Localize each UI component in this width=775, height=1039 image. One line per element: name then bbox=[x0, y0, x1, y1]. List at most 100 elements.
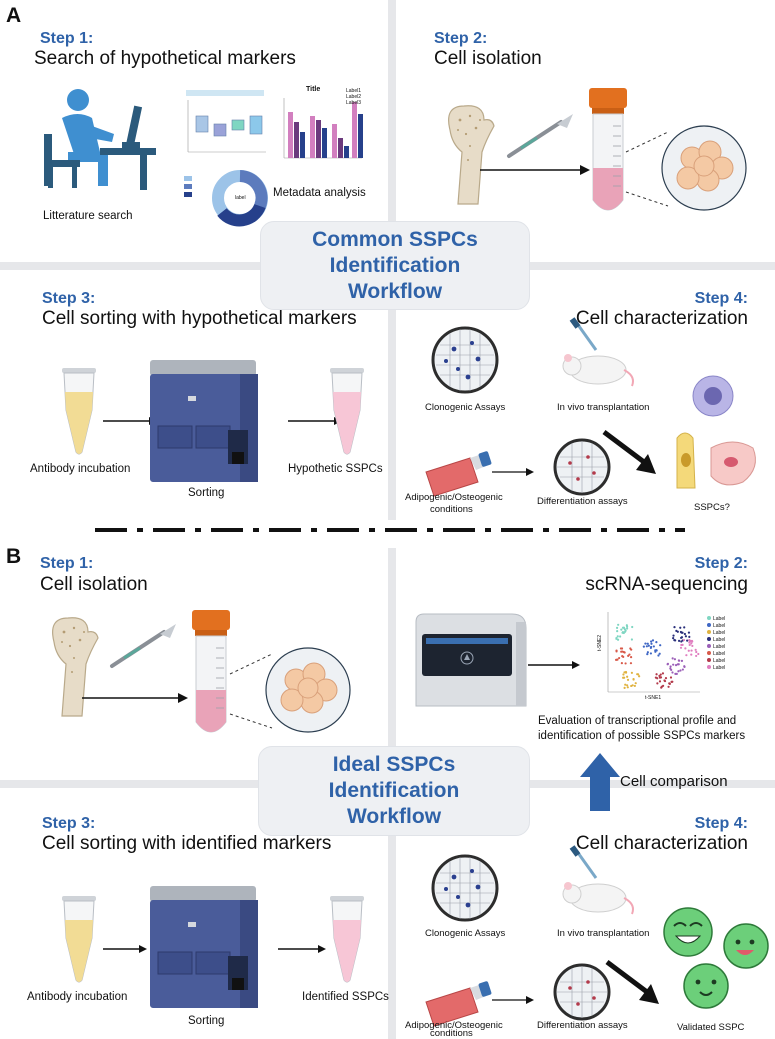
b-step2-label: Step 2: bbox=[694, 555, 748, 572]
a-step1-title: Search of hypothetical markers bbox=[34, 48, 296, 69]
tsne-point bbox=[646, 651, 649, 654]
tsne-point bbox=[654, 650, 657, 653]
tsne-point bbox=[661, 672, 665, 675]
b-bone-icon bbox=[52, 617, 99, 717]
a-caption-clonogenic: Clonogenic Assays bbox=[425, 402, 506, 413]
tsne-point bbox=[645, 645, 648, 648]
tsne-point bbox=[683, 626, 686, 629]
tsne-point bbox=[650, 640, 653, 643]
b-falcon-tube-icon bbox=[192, 610, 230, 733]
b-arrow-to-tsne bbox=[528, 661, 580, 669]
tsne-legend-item: Label bbox=[707, 651, 725, 658]
tsne-point bbox=[638, 675, 641, 678]
tsne-legend-item: Label bbox=[707, 630, 725, 637]
tsne-point bbox=[646, 642, 649, 645]
b-caption-result: Identified SSPCs bbox=[302, 991, 389, 1003]
tsne-point bbox=[661, 684, 665, 687]
b-center-title-1: Ideal SSPCs bbox=[332, 753, 456, 776]
tsne-legend-item: Label bbox=[707, 637, 725, 644]
tsne-point bbox=[664, 677, 668, 680]
tsne-point bbox=[626, 686, 629, 689]
tsne-point bbox=[624, 670, 628, 674]
b-arrow-to-result bbox=[278, 945, 326, 953]
tsne-legend-text: Label bbox=[713, 630, 726, 636]
tsne-point bbox=[688, 643, 691, 647]
tsne-point bbox=[688, 638, 691, 642]
tsne-point bbox=[616, 635, 619, 638]
b-cell-sorter-machine bbox=[150, 886, 258, 1008]
tsne-point bbox=[616, 658, 619, 661]
b-caption-validated: Validated SSPC bbox=[677, 1022, 745, 1033]
b-cell-cluster-magnified bbox=[229, 647, 351, 733]
tsne-point bbox=[679, 669, 682, 672]
b-caption-adipo-2: conditions bbox=[430, 1028, 473, 1039]
a-bold-arrow bbox=[602, 430, 656, 474]
tsne-legend-swatch bbox=[707, 623, 711, 627]
tsne-point bbox=[687, 631, 691, 634]
b-mouse-injection-icon bbox=[562, 845, 634, 915]
tsne-point bbox=[677, 639, 681, 642]
b-caption-sorting: Sorting bbox=[188, 1015, 225, 1027]
tsne-legend-text: Label bbox=[713, 616, 726, 622]
tsne-point bbox=[686, 639, 689, 642]
tsne-point bbox=[657, 654, 660, 657]
tsne-point bbox=[622, 673, 625, 676]
tsne-point bbox=[621, 626, 625, 629]
tsne-point bbox=[672, 663, 675, 666]
tsne-point bbox=[679, 626, 682, 629]
a-center-title-1: Common SSPCs bbox=[312, 228, 478, 251]
b-clonogenic-dish-icon bbox=[431, 854, 499, 922]
b-eval-line-1: Evaluation of transcriptional profile an… bbox=[538, 715, 737, 727]
happy-green-cells-icon bbox=[663, 907, 769, 1009]
tsne-point bbox=[680, 640, 683, 643]
a-clonogenic-dish-icon bbox=[431, 326, 499, 394]
tsne-point bbox=[658, 680, 662, 683]
tsne-point bbox=[658, 674, 661, 677]
tsne-point bbox=[677, 670, 680, 673]
tsne-point bbox=[694, 648, 697, 651]
a-step2-label: Step 2: bbox=[434, 30, 488, 47]
a-caption-result: Hypothetic SSPCs bbox=[288, 463, 383, 475]
tsne-point bbox=[678, 659, 681, 662]
tsne-y-label: t-SNE2 bbox=[597, 634, 604, 652]
tsne-point bbox=[620, 650, 623, 653]
tsne-point bbox=[629, 655, 633, 659]
b-arrow-flask bbox=[492, 996, 534, 1004]
a-mixed-cells-icon bbox=[676, 375, 756, 489]
a-step3-label: Step 3: bbox=[42, 290, 96, 307]
tsne-point bbox=[631, 625, 634, 629]
b-caption-diff: Differentiation assays bbox=[537, 1020, 628, 1031]
tsne-point bbox=[646, 653, 649, 656]
tsne-plot bbox=[607, 612, 700, 693]
b-step1-title: Cell isolation bbox=[40, 574, 148, 595]
tsne-point bbox=[690, 639, 694, 643]
caption-metadata-analysis: Metadata analysis bbox=[273, 187, 366, 199]
mini-bar-chart bbox=[283, 98, 363, 159]
tsne-point bbox=[620, 647, 624, 650]
tsne-legend-text: Label bbox=[713, 637, 726, 643]
a-arrow-flask bbox=[492, 468, 534, 476]
tsne-point bbox=[669, 676, 673, 679]
tsne-x-label: t-SNE1 bbox=[645, 695, 662, 701]
scalpel-icon bbox=[507, 114, 573, 158]
panel-b-letter: B bbox=[6, 545, 22, 568]
a-step4-label: Step 4: bbox=[694, 290, 748, 307]
tsne-legend-item: Label bbox=[707, 616, 725, 623]
tsne-point bbox=[615, 650, 618, 653]
tsne-point bbox=[623, 630, 627, 633]
caption-literature-search: Litterature search bbox=[43, 210, 133, 222]
tsne-point bbox=[629, 647, 632, 650]
tsne-point bbox=[682, 638, 686, 642]
tsne-point bbox=[615, 637, 618, 640]
tsne-legend-item: Label bbox=[707, 658, 725, 665]
tsne-point bbox=[671, 671, 674, 674]
b-arrow-to-tube bbox=[82, 693, 188, 703]
tsne-point bbox=[624, 662, 627, 665]
a-caption-sspcs: SSPCs? bbox=[694, 502, 730, 513]
tsne-point bbox=[634, 682, 637, 685]
tsne-point bbox=[658, 652, 661, 655]
tsne-legend-text: Label bbox=[713, 658, 726, 664]
tsne-point bbox=[616, 638, 620, 641]
